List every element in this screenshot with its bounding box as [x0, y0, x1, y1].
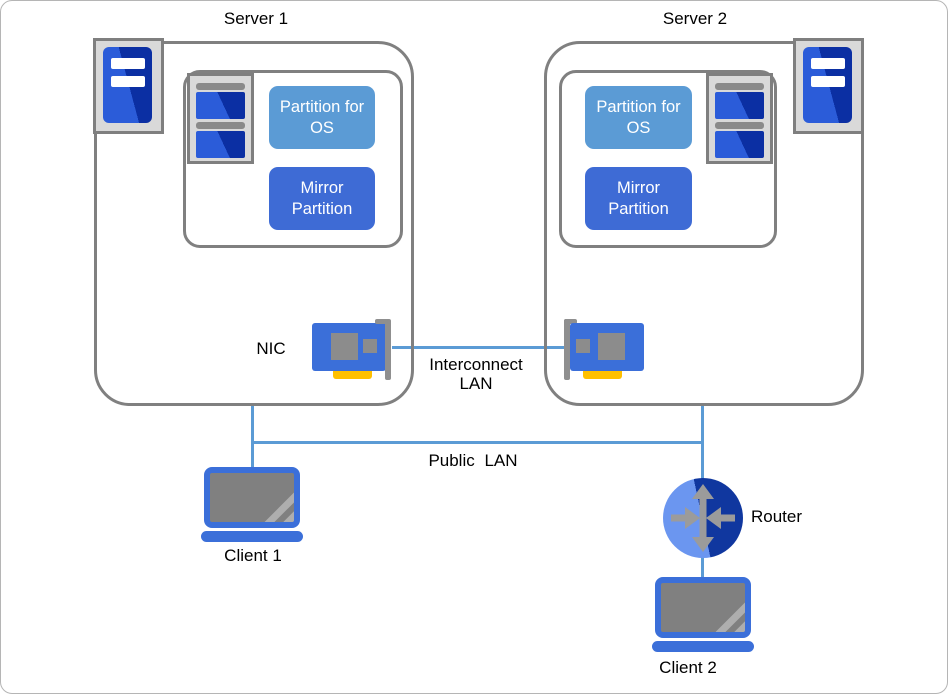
nic-chip	[363, 339, 377, 353]
server1-mirror-partition: Mirror Partition	[269, 167, 375, 230]
nic-card-icon	[311, 317, 399, 381]
interconnect-lan-label: Interconnect LAN	[429, 355, 523, 393]
disk-bar	[715, 83, 764, 90]
disk-stack-icon	[187, 73, 254, 164]
nic-bracket	[385, 319, 391, 380]
public-lan-label: Public LAN	[428, 451, 518, 470]
disk-platter	[715, 131, 764, 158]
server-tower-icon	[93, 38, 164, 134]
client2-label: Client 2	[659, 658, 717, 677]
server2-partition-os: Partition for OS	[585, 86, 692, 149]
server-tower-chassis	[803, 47, 852, 123]
nic-connector	[583, 371, 622, 379]
public-lan-line	[252, 441, 704, 444]
nic-connector	[333, 371, 372, 379]
nic-bracket-notch	[375, 319, 388, 324]
server1-partition-os: Partition for OS	[269, 86, 375, 149]
tower-slot	[811, 58, 845, 69]
server1-title: Server 1	[223, 9, 289, 28]
server2-box	[544, 41, 864, 406]
laptop-icon	[201, 465, 303, 543]
disk-stack-icon	[706, 73, 773, 164]
disk-bar	[196, 83, 245, 90]
server1-to-public-lan-line	[251, 406, 254, 468]
server-tower-chassis	[103, 47, 152, 123]
server-tower-icon	[793, 38, 864, 134]
nic-bracket-notch	[564, 319, 577, 324]
client1-label: Client 1	[224, 546, 282, 565]
server2-mirror-partition: Mirror Partition	[585, 167, 692, 230]
nic-chip	[598, 333, 625, 360]
disk-platter	[196, 92, 245, 119]
laptop-screen	[204, 467, 300, 528]
nic-label: NIC	[256, 339, 286, 358]
server2-disk-group-box	[559, 70, 777, 248]
disk-platter	[196, 131, 245, 158]
server2-title: Server 2	[662, 9, 728, 28]
laptop-base	[201, 531, 303, 542]
laptop-icon	[652, 575, 754, 653]
server1-disk-group-box	[183, 70, 403, 248]
laptop-base	[652, 641, 754, 652]
tower-slot	[111, 76, 145, 87]
nic-bracket	[564, 319, 570, 380]
nic-chip	[331, 333, 358, 360]
server1-box	[94, 41, 414, 406]
tower-slot	[811, 76, 845, 87]
laptop-screen	[655, 577, 751, 638]
interconnect-lan-line	[392, 346, 564, 349]
router-arrows	[671, 484, 735, 552]
disk-bar	[715, 122, 764, 129]
nic-chip	[576, 339, 590, 353]
router-label: Router	[751, 507, 803, 526]
router-circle-arrows-icon	[663, 478, 743, 558]
disk-platter	[715, 92, 764, 119]
nic-card-icon	[557, 317, 645, 381]
tower-slot	[111, 58, 145, 69]
disk-bar	[196, 122, 245, 129]
